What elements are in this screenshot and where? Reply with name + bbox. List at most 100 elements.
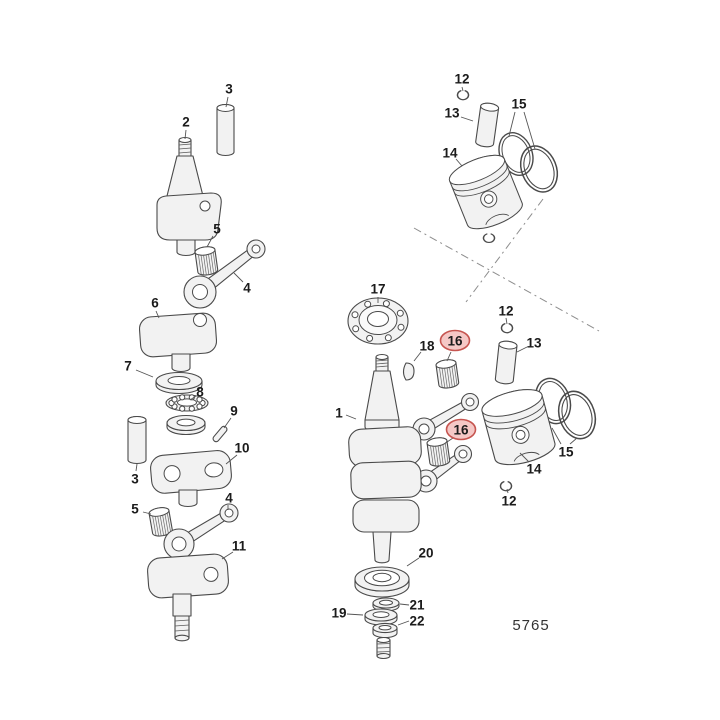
part-callout-15[interactable]: 15 [508,97,536,150]
axis-line [465,198,544,303]
leader-line [345,414,357,420]
part-number-text: 2 [182,115,190,130]
leader-line [155,310,160,319]
part-number-text: 12 [501,494,516,509]
leader-line [455,158,463,167]
part-piston-upper [445,148,527,236]
part-crankshaft-upper-half [156,137,222,257]
leader-line [221,551,234,560]
leader-line [223,417,232,429]
part-thrust-washer [155,371,203,395]
part-callout-20[interactable]: 20 [406,546,434,567]
leader-line [519,452,530,463]
part-callout-14[interactable]: 14 [519,452,542,477]
part-callout-10[interactable]: 10 [225,441,250,465]
leader-line [225,454,238,465]
part-callout-18[interactable]: 18 [413,339,435,362]
leader-line [189,395,197,401]
part-number-text: 16 [453,423,469,438]
part-dowel-pin-upper [216,103,235,157]
leader-line [460,116,474,122]
selection-highlight-ellipse [439,329,471,352]
part-crankshaft-lower-half [147,553,229,642]
part-number-text: 5 [131,502,139,517]
leader-line [142,511,152,515]
assembly-axis-lines [413,198,600,332]
leader-line [399,603,410,606]
leader-line [446,351,452,362]
part-piston-pin-upper [475,102,500,148]
leader-line [233,272,244,283]
part-wrist-pin-bearing-lower-16 [425,436,451,468]
part-callout-3[interactable]: 3 [225,82,233,108]
part-attached-rod-lower [414,444,473,493]
part-number-text: 14 [442,146,458,161]
leader-line [346,613,364,616]
leader-line [569,437,578,445]
part-callout-6[interactable]: 6 [151,296,160,319]
part-number-text: 15 [558,445,574,460]
part-callout-4[interactable]: 4 [233,272,251,296]
part-callout-5[interactable]: 5 [206,222,221,248]
part-circlip-mid-upper [500,323,514,334]
leader-line [508,111,516,137]
part-callout-17[interactable]: 17 [370,282,386,304]
part-callout-16-selected[interactable]: 16 [443,418,477,445]
part-callout-3[interactable]: 3 [131,463,139,487]
part-callout-13[interactable]: 13 [516,336,542,353]
part-circlip-below-upper-piston [482,233,496,244]
part-callout-12[interactable]: 12 [454,72,470,92]
part-main-ball-bearing [347,297,409,345]
part-number-text: 5 [213,222,221,237]
part-number-text: 10 [234,441,249,456]
part-number-text: 11 [232,539,247,554]
part-attached-rod-upper [412,392,480,441]
part-callout-2[interactable]: 2 [182,115,190,140]
part-callout-8[interactable]: 8 [189,385,204,401]
part-callout-12[interactable]: 12 [498,304,514,325]
part-number-text: 17 [370,282,385,297]
part-callout-13[interactable]: 13 [444,106,474,122]
part-callout-7[interactable]: 7 [124,359,154,378]
part-callout-12[interactable]: 12 [501,488,517,509]
part-callout-21[interactable]: 21 [399,598,425,613]
part-number-text: 13 [444,106,460,121]
part-piston-lower [478,383,559,471]
part-callout-16-selected[interactable]: 16 [439,329,471,362]
part-callout-15[interactable]: 15 [551,427,578,460]
part-callout-1[interactable]: 1 [335,406,357,421]
leader-line [184,129,187,140]
part-number-text: 19 [331,606,346,621]
part-number-text: 14 [526,462,542,477]
part-needle-bearing-roller-upper [193,245,219,277]
part-piston-pin-lower [494,340,518,385]
part-callout-22[interactable]: 22 [397,614,425,629]
part-shaft-threaded-end [376,637,391,660]
part-callout-11[interactable]: 11 [221,539,247,560]
part-number-text: 7 [124,359,132,374]
leader-line [413,351,422,362]
part-number-text: 12 [454,72,469,87]
part-wrist-pin-bearing-upper-16 [434,358,460,390]
leader-line [505,317,508,325]
part-callout-14[interactable]: 14 [442,146,463,167]
part-number-text: 3 [225,82,233,97]
part-number-text: 4 [225,491,233,506]
leader-line [551,427,562,445]
part-circlip-top-right [456,90,470,101]
part-number-text: 6 [151,296,159,311]
leader-line [406,557,420,567]
part-callout-9[interactable]: 9 [223,404,238,429]
part-anchor-pin [212,425,228,443]
part-number-text: 20 [418,546,433,561]
part-number-text: 8 [196,385,204,400]
part-washer-19 [364,608,398,626]
part-number-text: 1 [335,406,343,421]
part-oil-seal-22 [372,622,398,639]
part-callout-4[interactable]: 4 [225,491,233,511]
part-callout-19[interactable]: 19 [331,606,364,621]
part-callout-5[interactable]: 5 [131,502,152,517]
part-connecting-rod-upper-left [183,239,266,309]
